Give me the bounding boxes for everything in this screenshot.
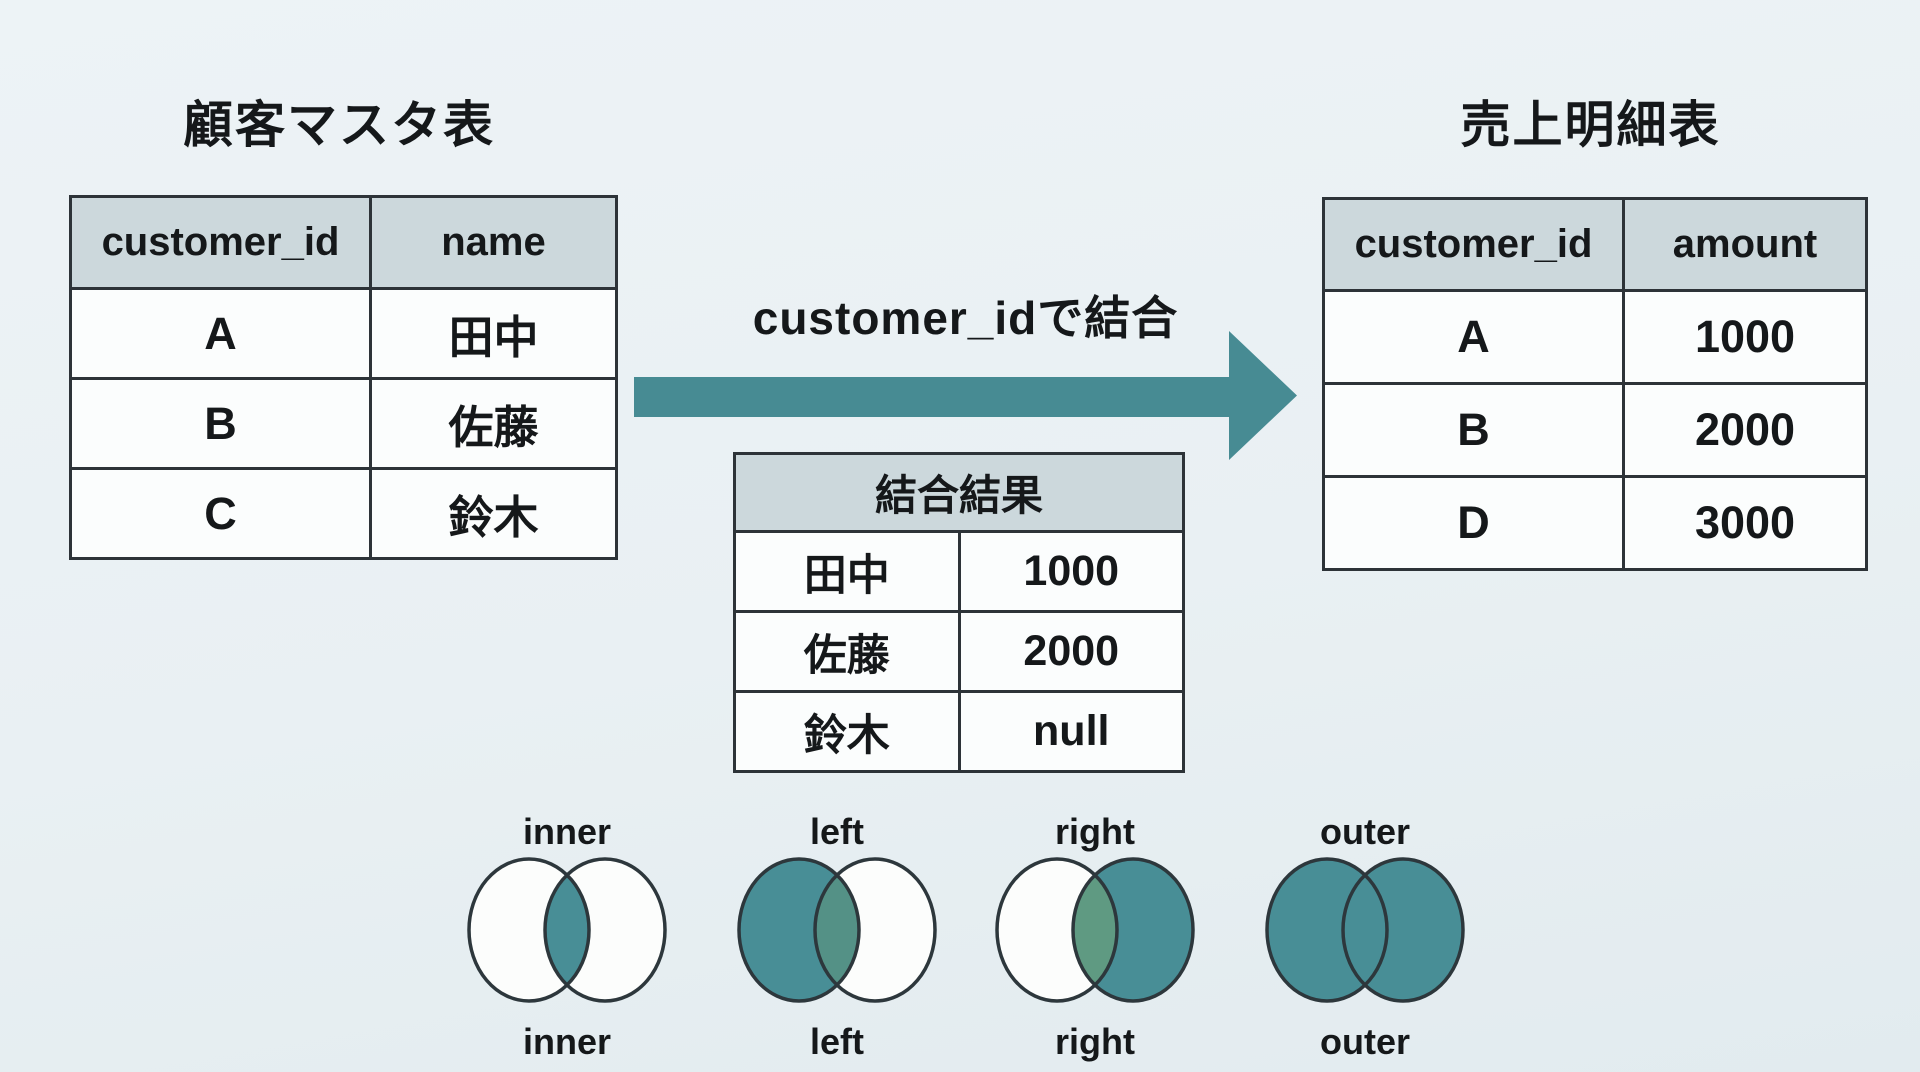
venn-group-left: left left <box>727 810 947 1064</box>
venn-label-left-bottom: left <box>810 1021 864 1062</box>
column-header-amount: amount <box>1622 197 1868 292</box>
cell-name: 佐藤 <box>733 610 961 693</box>
venn-diagram-right-icon <box>995 857 1195 1003</box>
table-header-row: customer_id name <box>69 195 618 290</box>
cell-amount: 1000 <box>1622 289 1868 385</box>
table-row: A 1000 <box>1322 289 1868 385</box>
cell-customer-id: A <box>1322 289 1625 385</box>
cell-amount: 2000 <box>957 610 1185 693</box>
cell-name: 田中 <box>369 287 618 380</box>
venn-group-right: right right <box>985 810 1205 1064</box>
cell-name: 鈴木 <box>369 467 618 560</box>
cell-customer-id: A <box>69 287 372 380</box>
column-header-customer-id: customer_id <box>69 195 372 290</box>
venn-diagram-outer-icon <box>1265 857 1465 1003</box>
table-row: A 田中 <box>69 287 618 380</box>
venn-label-outer-bottom: outer <box>1320 1021 1410 1062</box>
venn-group-outer: outer outer <box>1255 810 1475 1064</box>
cell-customer-id: B <box>69 377 372 470</box>
cell-customer-id: B <box>1322 382 1625 478</box>
sales-detail-table-title: 売上明細表 <box>1460 97 1721 153</box>
cell-amount: null <box>957 690 1185 773</box>
venn-label-left-top: left <box>810 811 864 852</box>
cell-amount: 3000 <box>1622 475 1868 571</box>
table-row: 鈴木 null <box>733 690 1185 773</box>
venn-label-inner-top: inner <box>522 811 611 852</box>
column-header-name: name <box>369 195 618 290</box>
join-result-table: 結合結果 田中 1000 佐藤 2000 鈴木 null <box>733 452 1185 773</box>
table-header-row: customer_id amount <box>1322 197 1868 292</box>
table-row: B 佐藤 <box>69 377 618 470</box>
cell-name: 佐藤 <box>369 377 618 470</box>
cell-amount: 1000 <box>957 530 1185 613</box>
cell-name: 田中 <box>733 530 961 613</box>
table-row: D 3000 <box>1322 475 1868 571</box>
venn-diagram-inner-icon <box>467 857 667 1003</box>
cell-amount: 2000 <box>1622 382 1868 478</box>
customer-master-table-title: 顧客マスタ表 <box>183 97 495 153</box>
column-header-customer-id: customer_id <box>1322 197 1625 292</box>
venn-diagram-left-icon <box>737 857 937 1003</box>
result-table-title: 結合結果 <box>733 452 1185 533</box>
table-row: C 鈴木 <box>69 467 618 560</box>
table-row: 田中 1000 <box>733 530 1185 613</box>
table-header-row: 結合結果 <box>733 452 1185 533</box>
cell-name: 鈴木 <box>733 690 961 773</box>
join-arrow-icon <box>634 331 1297 460</box>
venn-label-right-bottom: right <box>1055 1021 1135 1062</box>
sales-detail-table: customer_id amount A 1000 B 2000 D 3000 <box>1322 197 1868 571</box>
customer-master-table: customer_id name A 田中 B 佐藤 C 鈴木 <box>69 195 618 560</box>
table-row: B 2000 <box>1322 382 1868 478</box>
table-row: 佐藤 2000 <box>733 610 1185 693</box>
venn-label-inner-bottom: inner <box>522 1021 611 1062</box>
cell-customer-id: C <box>69 467 372 560</box>
venn-group-inner: inner inner <box>457 810 677 1064</box>
arrow-shape <box>634 331 1297 460</box>
cell-customer-id: D <box>1322 475 1625 571</box>
venn-label-outer-top: outer <box>1320 811 1410 852</box>
join-arrow-label: customer_idで結合 <box>752 292 1179 344</box>
venn-label-right-top: right <box>1055 811 1135 852</box>
